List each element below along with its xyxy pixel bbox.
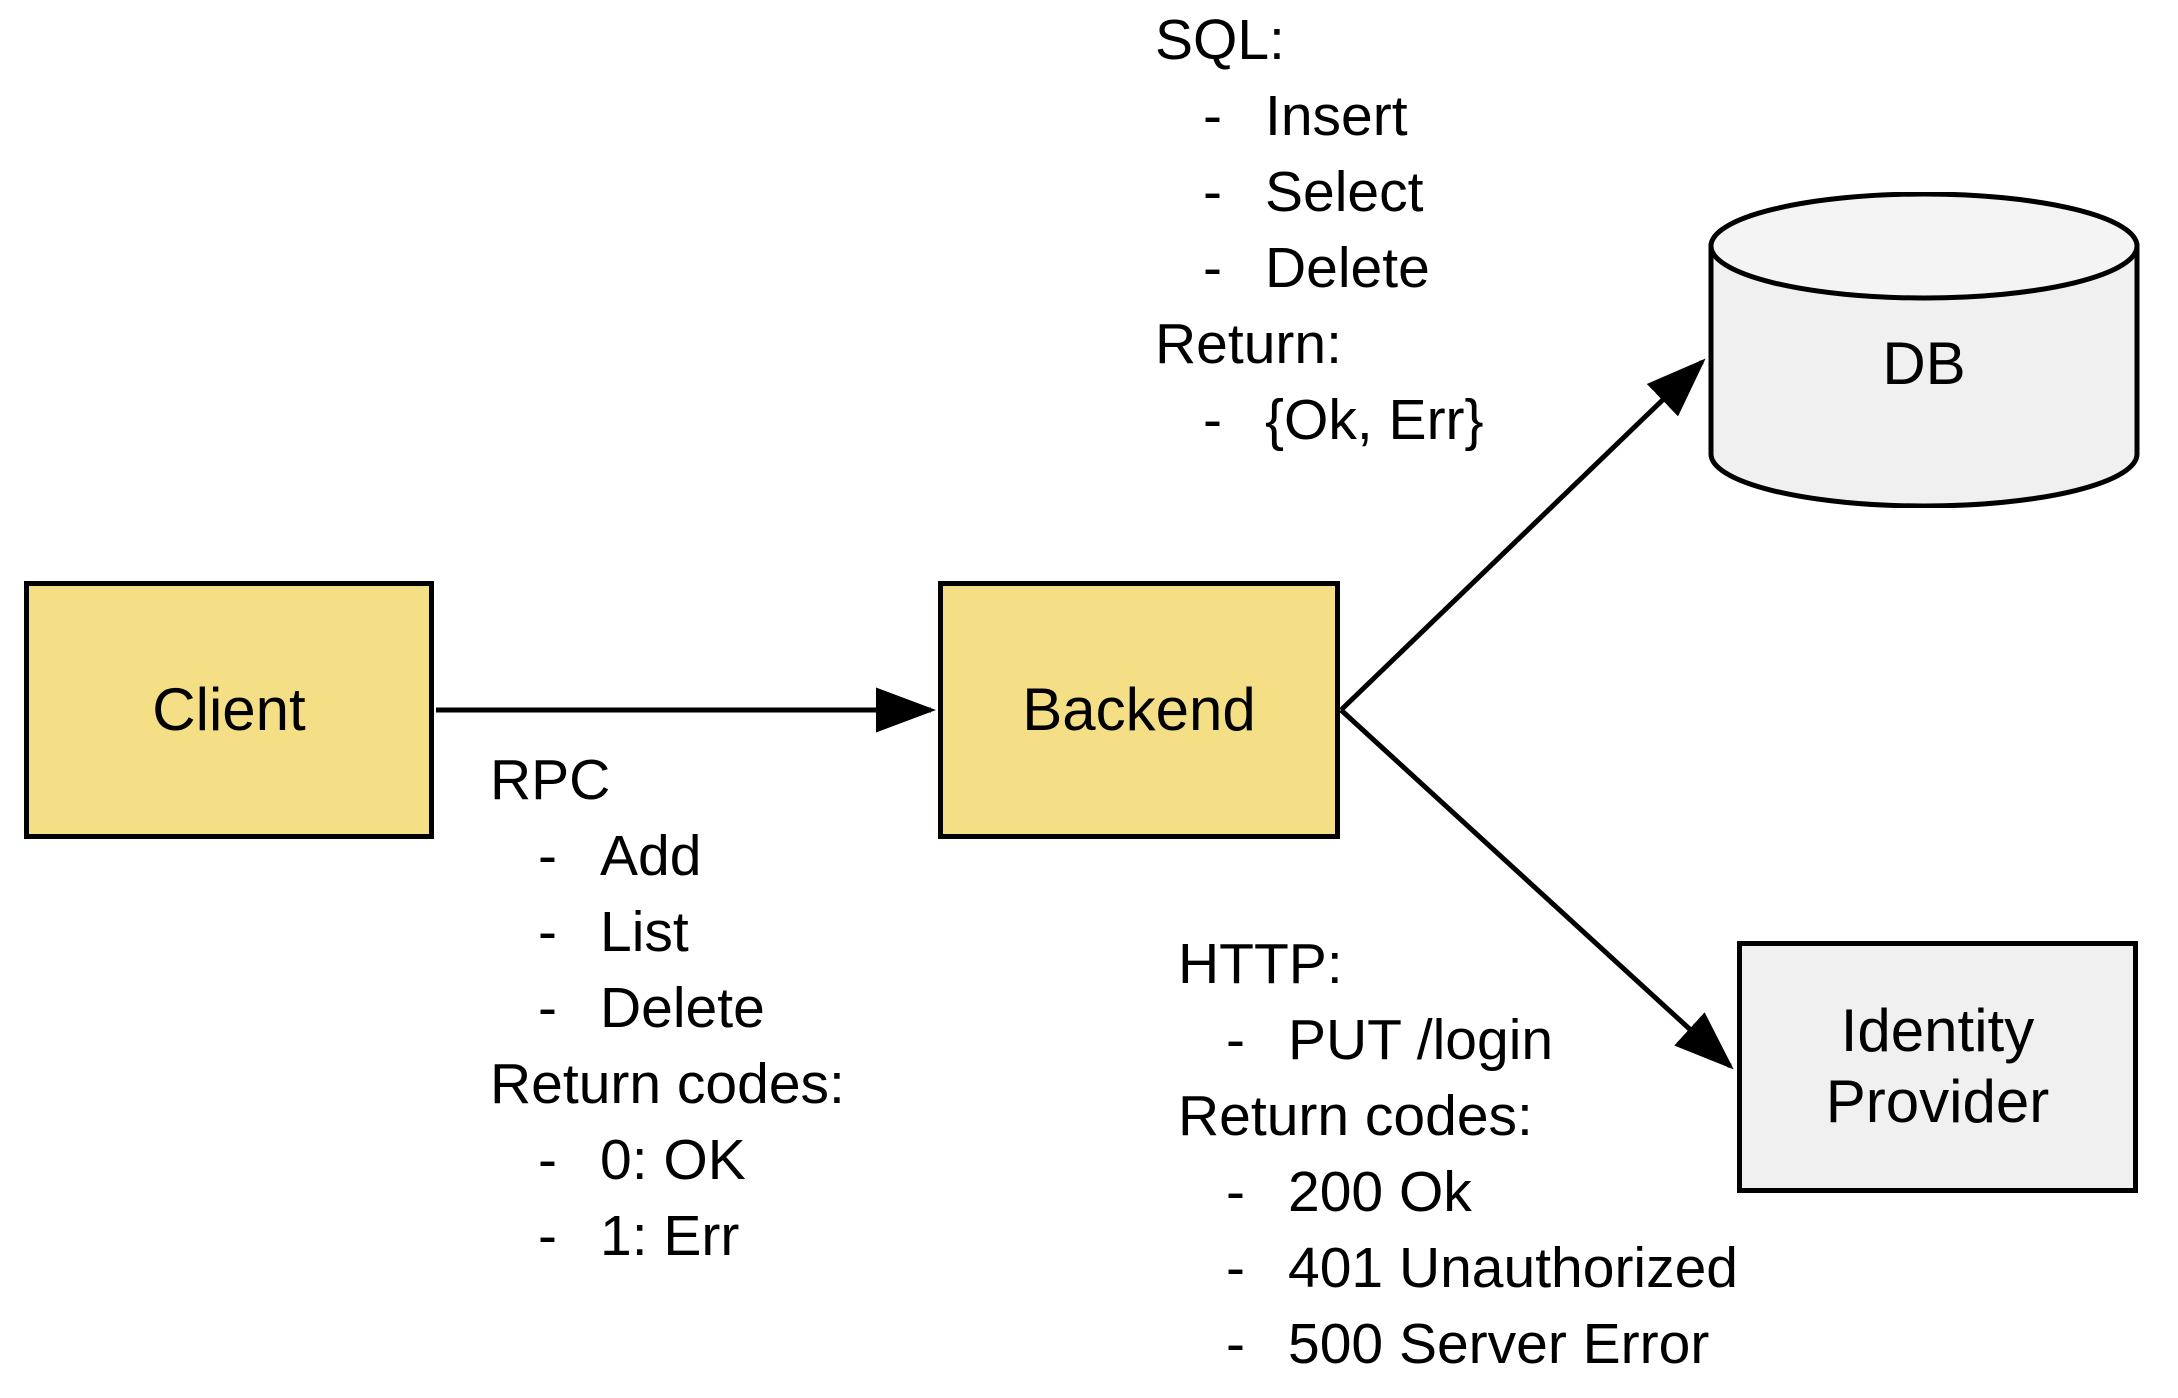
annotation-rpc: RPC -Add -List -Delete Return codes: -0:… — [490, 742, 845, 1274]
rpc-item-1: List — [600, 900, 689, 964]
http-return-item-1: 401 Unauthorized — [1288, 1236, 1738, 1300]
http-return-row: -500 Server Error — [1178, 1306, 1738, 1382]
rpc-item-row: -List — [490, 894, 845, 970]
http-return-row: -200 Ok — [1178, 1154, 1738, 1230]
node-client-label: Client — [152, 675, 306, 743]
node-client[interactable]: Client — [24, 581, 434, 839]
http-heading: HTTP: — [1178, 932, 1343, 996]
sql-item-2: Delete — [1265, 236, 1430, 300]
rpc-item-2: Delete — [600, 976, 765, 1040]
rpc-return-row: -0: OK — [490, 1122, 845, 1198]
bullet-dash-icon: - — [1226, 1236, 1245, 1300]
bullet-dash-icon: - — [1203, 236, 1222, 300]
annotation-sql: SQL: -Insert -Select -Delete Return: -{O… — [1155, 2, 1484, 458]
bullet-dash-icon: - — [1203, 84, 1222, 148]
sql-item-row: -Delete — [1155, 230, 1484, 306]
rpc-item-0: Add — [600, 824, 702, 888]
rpc-return-row: -1: Err — [490, 1198, 845, 1274]
sql-item-1: Select — [1265, 160, 1424, 224]
bullet-dash-icon: - — [1203, 388, 1222, 452]
rpc-heading: RPC — [490, 748, 611, 812]
sql-item-row: -Insert — [1155, 78, 1484, 154]
node-db[interactable]: DB — [1706, 192, 2142, 508]
bullet-dash-icon: - — [538, 824, 557, 888]
sql-return-item-0: {Ok, Err} — [1265, 388, 1484, 452]
http-item-0: PUT /login — [1288, 1008, 1554, 1072]
bullet-dash-icon: - — [538, 1128, 557, 1192]
bullet-dash-icon: - — [1226, 1160, 1245, 1224]
http-return-item-2: 500 Server Error — [1288, 1312, 1710, 1376]
node-backend[interactable]: Backend — [938, 581, 1340, 839]
bullet-dash-icon: - — [538, 900, 557, 964]
node-identity-provider[interactable]: Identity Provider — [1737, 941, 2138, 1193]
http-return-row: -401 Unauthorized — [1178, 1230, 1738, 1306]
sql-heading: SQL: — [1155, 8, 1285, 72]
annotation-http: HTTP: -PUT /login Return codes: -200 Ok … — [1178, 926, 1738, 1382]
http-item-row: -PUT /login — [1178, 1002, 1738, 1078]
bullet-dash-icon: - — [538, 1204, 557, 1268]
bullet-dash-icon: - — [538, 976, 557, 1040]
rpc-item-row: -Delete — [490, 970, 845, 1046]
sql-return-heading: Return: — [1155, 312, 1342, 376]
rpc-return-heading: Return codes: — [490, 1052, 845, 1116]
node-backend-label: Backend — [1022, 675, 1256, 743]
sql-item-0: Insert — [1265, 84, 1408, 148]
node-identity-provider-label: Identity Provider — [1825, 997, 2050, 1135]
node-db-label: DB — [1882, 329, 1966, 397]
rpc-item-row: -Add — [490, 818, 845, 894]
bullet-dash-icon: - — [1226, 1008, 1245, 1072]
http-return-heading: Return codes: — [1178, 1084, 1533, 1148]
bullet-dash-icon: - — [1226, 1312, 1245, 1376]
http-return-item-0: 200 Ok — [1288, 1160, 1472, 1224]
rpc-return-item-0: 0: OK — [600, 1128, 746, 1192]
bullet-dash-icon: - — [1203, 160, 1222, 224]
sql-item-row: -Select — [1155, 154, 1484, 230]
rpc-return-item-1: 1: Err — [600, 1204, 740, 1268]
database-cylinder-icon — [1708, 192, 2140, 508]
sql-return-row: -{Ok, Err} — [1155, 382, 1484, 458]
